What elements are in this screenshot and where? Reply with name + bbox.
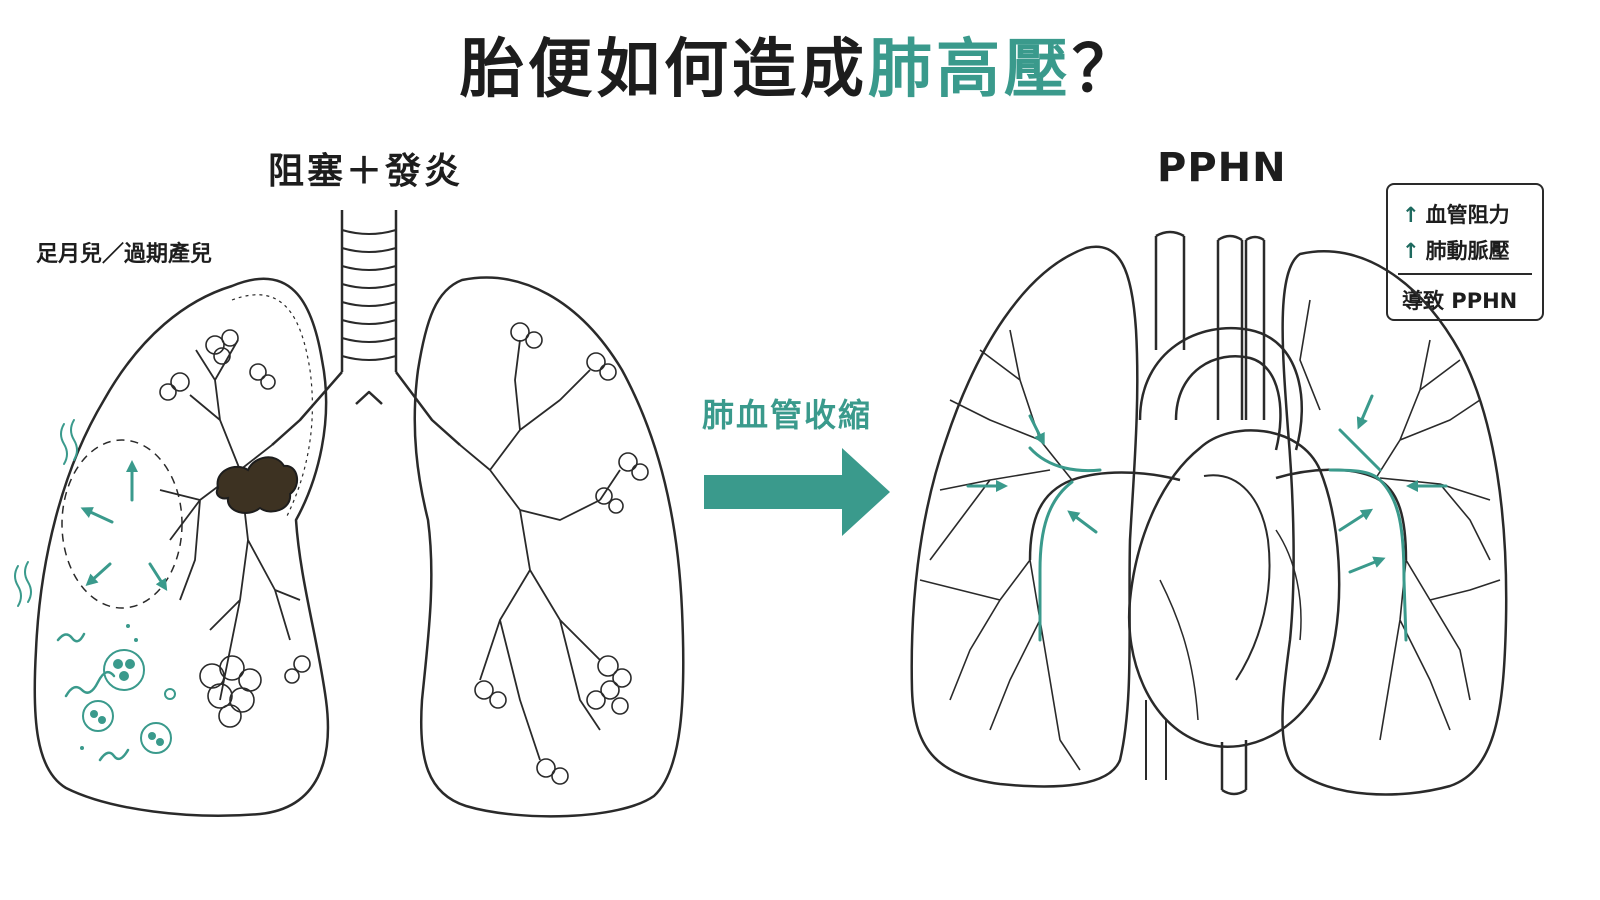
bacteria-icon	[64, 670, 116, 698]
bacteria-icon	[56, 632, 86, 643]
right-panel-title: PPHN	[1157, 145, 1287, 191]
up-arrow-icon: ↑	[1402, 203, 1420, 227]
right-lung-outline	[413, 276, 685, 818]
inflamed-region	[61, 439, 183, 609]
constriction-arrow-icon	[1028, 414, 1045, 446]
page-title: 胎便如何造成肺高壓？	[0, 18, 1600, 110]
legend-divider	[1398, 273, 1532, 275]
bacteria-icon	[98, 748, 130, 762]
heat-wave-icon	[14, 561, 32, 607]
right-vascular-tree	[1299, 299, 1501, 741]
pulmonary-artery-left	[1028, 471, 1181, 561]
pphn-right-lung-outline	[1281, 249, 1508, 796]
constriction-arrow-icon	[1356, 394, 1374, 430]
title-accent: 肺高壓	[868, 33, 1072, 107]
heat-wave-icon	[60, 419, 78, 465]
expand-arrow-icon	[148, 562, 168, 592]
immune-cell-icon	[140, 722, 172, 754]
trachea	[271, 210, 461, 446]
vasoconstriction-highlights	[966, 394, 1448, 642]
pulmonary-artery-right	[1275, 468, 1408, 561]
left-vascular-tree	[919, 329, 1081, 771]
title-main: 胎便如何造成	[460, 33, 868, 107]
up-arrow-icon: ↑	[1402, 239, 1420, 263]
legend-resistance-label: 血管阻力	[1425, 203, 1510, 227]
right-heart-lungs-illustration	[910, 230, 1508, 796]
expand-arrow-icon	[80, 507, 114, 524]
pphn-left-lung-outline	[910, 245, 1139, 788]
legend-row-pressure: ↑肺動脈壓	[1402, 235, 1510, 265]
process-arrow-icon	[704, 448, 890, 536]
constriction-arrow-icon	[1348, 556, 1386, 574]
legend-box: ↑血管阻力 ↑肺動脈壓 導致 PPHN	[1386, 183, 1544, 321]
heart	[1127, 429, 1341, 748]
expand-arrow-icon	[85, 562, 112, 587]
arrow-label: 肺血管收縮	[702, 396, 873, 434]
constriction-arrow-icon	[1067, 510, 1098, 534]
great-vessels	[1154, 230, 1266, 420]
left-lungs-illustration	[33, 210, 685, 818]
right-bronchial-tree	[459, 339, 621, 761]
left-lung-outline	[33, 277, 330, 817]
immune-cell-icon	[103, 649, 145, 691]
alveoli-clusters	[159, 322, 649, 785]
legend-result-label: 導致 PPHN	[1402, 289, 1518, 313]
title-end: ？	[1072, 33, 1140, 107]
constriction-arrow-icon	[1338, 508, 1374, 532]
left-panel-title: 阻塞＋發炎	[268, 151, 464, 192]
left-bronchial-tree	[159, 339, 301, 701]
meconium-plug	[215, 456, 299, 514]
patient-label: 足月兒／過期產兒	[36, 242, 213, 267]
aortic-arch	[1138, 326, 1303, 451]
inflammation-markers	[14, 419, 176, 762]
immune-cell-icon	[82, 700, 114, 732]
immune-cell-nuclei	[80, 624, 164, 750]
legend-row-resistance: ↑血管阻力	[1402, 199, 1510, 229]
legend-pressure-label: 肺動脈壓	[1425, 239, 1510, 263]
